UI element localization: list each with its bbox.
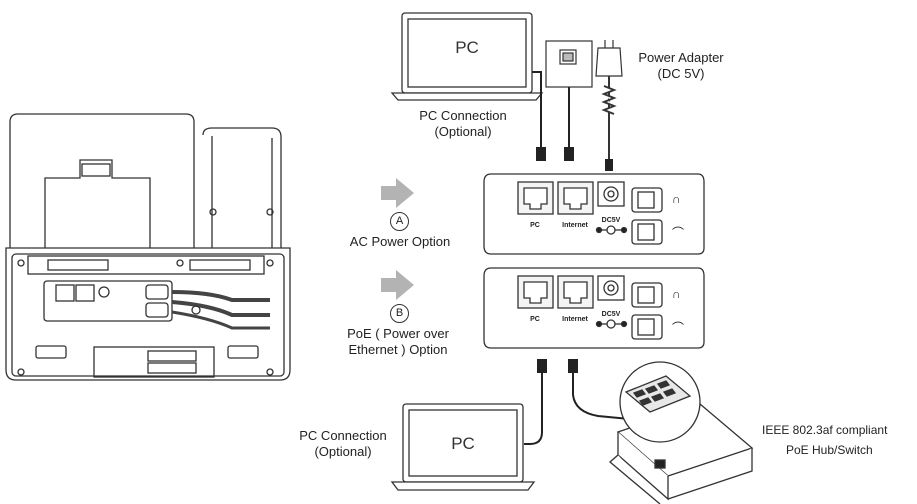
pc-connection-top-line1: PC Connection xyxy=(419,108,507,123)
laptop-top xyxy=(390,12,544,101)
phone-back-view xyxy=(5,113,291,381)
port-label-internet: Internet xyxy=(562,222,588,229)
power-adapter-label-line1: Power Adapter xyxy=(638,50,724,65)
power-adapter-label-line2: (DC 5V) xyxy=(657,66,705,81)
option-b-label-line2: Ethernet ) Option xyxy=(348,342,448,357)
option-b-label: PoE ( Power over Ethernet ) Option xyxy=(328,326,468,358)
option-b-marker: B xyxy=(390,304,409,323)
poe-switch-label-line1: IEEE 802.3af compliant xyxy=(762,423,888,437)
port-label-internet: Internet xyxy=(562,316,588,323)
power-adapter-label: Power Adapter (DC 5V) xyxy=(626,50,736,82)
port-label-pc: PC xyxy=(530,316,540,323)
poe-switch-label-line2: PoE Hub/Switch xyxy=(786,443,873,457)
right-arrow-icon xyxy=(381,178,414,208)
pc-connection-bottom-line1: PC Connection xyxy=(299,428,387,443)
port-label-dc5v: DC5V xyxy=(602,217,621,224)
top-cables xyxy=(532,71,613,171)
pc-connection-label-top: PC Connection (Optional) xyxy=(408,108,518,140)
port-panel-a xyxy=(483,173,705,255)
option-a-label: AC Power Option xyxy=(349,234,451,249)
pc-label-bottom: PC xyxy=(451,434,475,453)
port-label-pc: PC xyxy=(530,222,540,229)
option-b-label-line1: PoE ( Power over xyxy=(347,326,449,341)
port-label-dc5v: DC5V xyxy=(602,311,621,318)
headset-icon: ∩ xyxy=(672,287,681,301)
handset-icon: ⌒ xyxy=(672,226,685,240)
option-a-marker: A xyxy=(390,212,409,231)
bottom-cables xyxy=(524,359,667,445)
headset-icon: ∩ xyxy=(672,192,681,206)
laptop-bottom xyxy=(390,403,536,491)
pc-connection-bottom-line2: (Optional) xyxy=(314,444,372,459)
power-adapter xyxy=(595,40,623,160)
pc-connection-label-bottom: PC Connection (Optional) xyxy=(288,428,398,460)
right-arrow-icon xyxy=(381,270,414,300)
port-panel-b xyxy=(483,267,705,349)
handset-icon: ⌒ xyxy=(672,321,685,335)
pc-label-top: PC xyxy=(455,38,479,57)
poe-switch xyxy=(609,361,754,504)
poe-switch-label: IEEE 802.3af compliant PoE Hub/Switch xyxy=(762,420,887,460)
pc-connection-top-line2: (Optional) xyxy=(434,124,492,139)
wall-jack xyxy=(545,40,593,88)
